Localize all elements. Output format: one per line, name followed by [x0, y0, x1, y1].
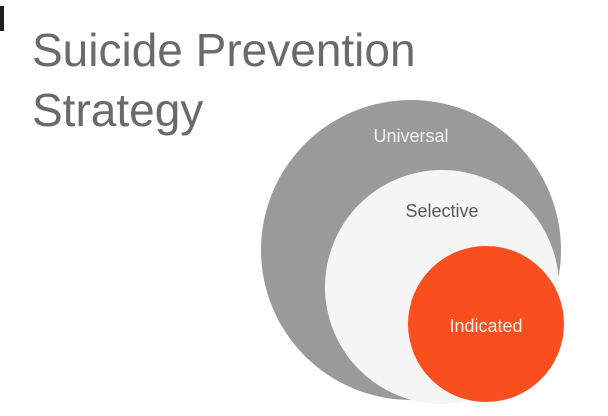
slide-title-line-1: Suicide Prevention — [32, 24, 416, 76]
video-frame-artifact — [0, 6, 4, 31]
circle-indicated: Indicated — [408, 246, 564, 402]
circle-label-selective: Selective — [405, 201, 479, 221]
slide-title: Suicide Prevention Strategy — [32, 20, 416, 140]
circle-label-universal: Universal — [373, 126, 449, 146]
slide-title-line-2: Strategy — [32, 84, 204, 136]
circle-label-indicated: Indicated — [449, 316, 523, 336]
